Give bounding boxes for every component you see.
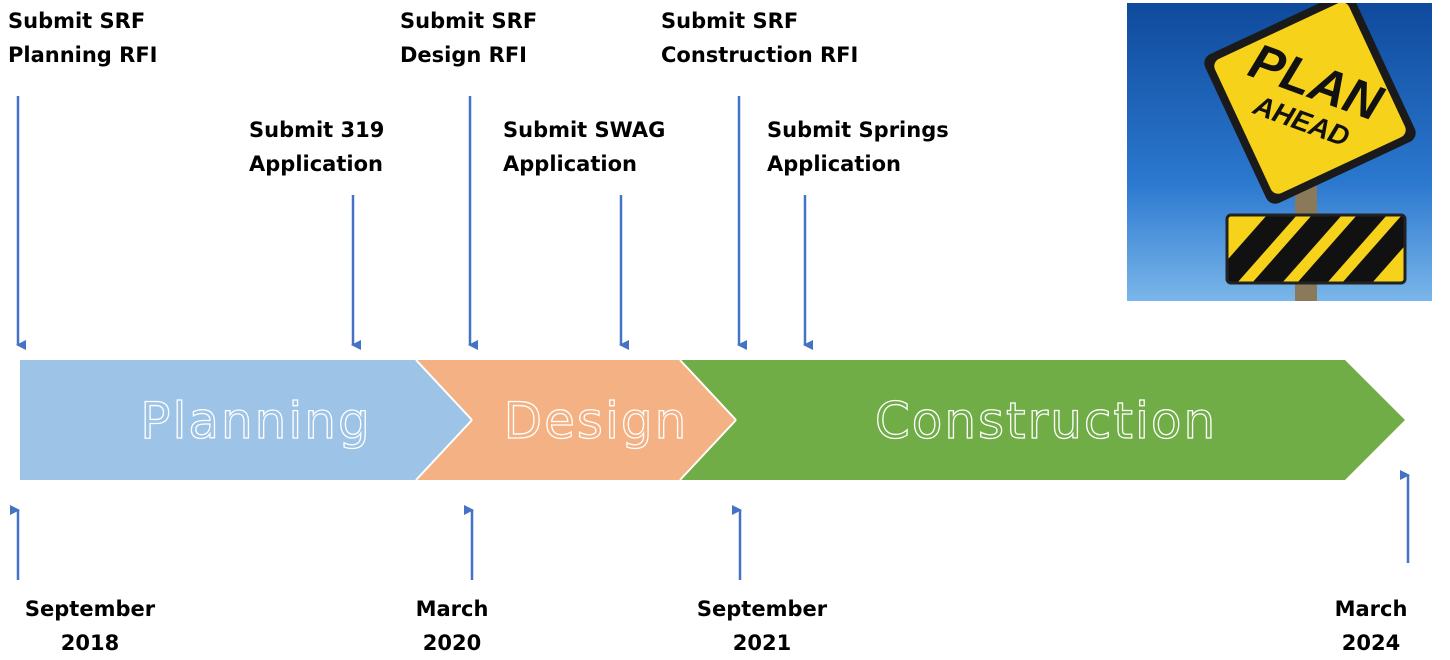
milestone-line2: Planning RFI (8, 43, 158, 67)
milestone-line2: Construction RFI (661, 43, 859, 67)
milestone-srf-construction-rfi: Submit SRF Construction RFI (661, 4, 858, 72)
date-mar-2024: March 2024 (1321, 592, 1421, 660)
date-month: September (696, 597, 828, 621)
milestone-line2: Application (767, 152, 901, 176)
date-year: 2018 (60, 631, 120, 655)
plan-ahead-sign-image: PLAN AHEAD (1127, 3, 1432, 301)
milestone-319-application: Submit 319 Application (249, 113, 384, 181)
date-year: 2024 (1341, 631, 1401, 655)
date-month: March (1334, 597, 1408, 621)
milestone-line2: Design RFI (400, 43, 527, 67)
date-mar-2020: March 2020 (402, 592, 502, 660)
phase-construction-label: Construction (875, 392, 1217, 450)
date-month: March (415, 597, 489, 621)
milestone-line2: Application (503, 152, 637, 176)
milestone-line2: Application (249, 152, 383, 176)
phase-construction-shape (680, 360, 1405, 480)
date-sept-2021: September 2021 (692, 592, 832, 660)
milestone-line1: Submit SWAG (503, 118, 666, 142)
milestone-srf-planning-rfi: Submit SRF Planning RFI (8, 4, 157, 72)
date-year: 2020 (422, 631, 482, 655)
date-year: 2021 (732, 631, 792, 655)
phase-design-label: Design (504, 392, 689, 450)
phase-planning-label: Planning (140, 392, 371, 450)
date-sept-2018: September 2018 (20, 592, 160, 660)
date-month: September (24, 597, 156, 621)
milestone-line1: Submit SRF (661, 9, 799, 33)
milestone-srf-design-rfi: Submit SRF Design RFI (400, 4, 537, 72)
milestone-line1: Submit SRF (400, 9, 538, 33)
phase-design-shape (416, 360, 736, 480)
milestone-line1: Submit Springs (767, 118, 949, 142)
phase-planning-shape (20, 360, 472, 480)
milestone-springs-application: Submit Springs Application (767, 113, 949, 181)
milestone-swag-application: Submit SWAG Application (503, 113, 665, 181)
milestone-line1: Submit SRF (8, 9, 146, 33)
milestone-line1: Submit 319 (249, 118, 385, 142)
date-arrows (10, 470, 1410, 580)
milestone-arrows (16, 96, 813, 350)
